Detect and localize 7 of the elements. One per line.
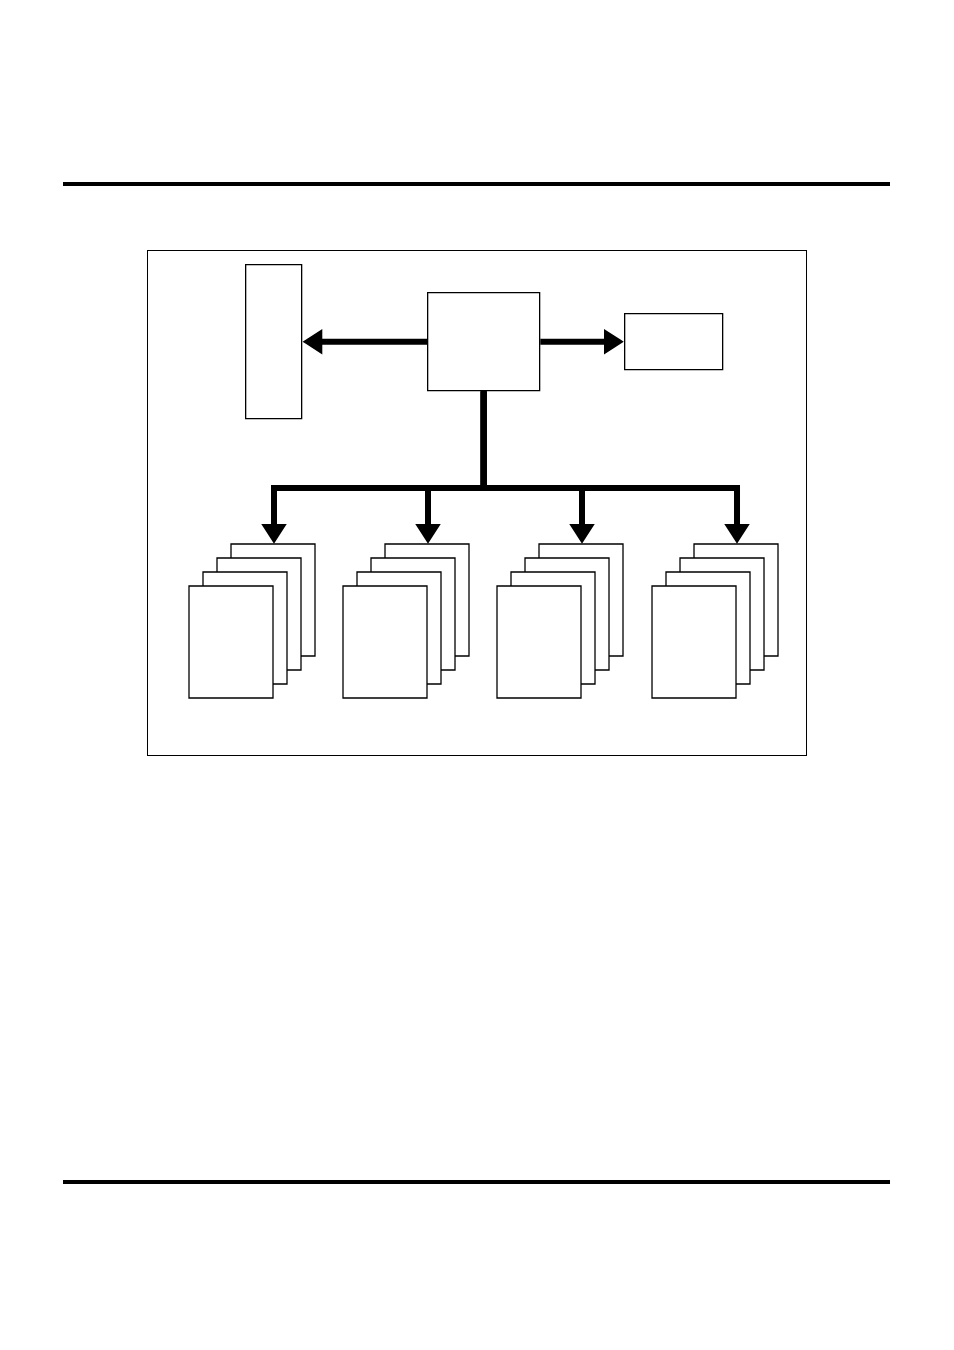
block-box — [427, 292, 541, 392]
document-stack — [188, 543, 316, 699]
document-stack — [651, 543, 779, 699]
block-box — [624, 313, 724, 371]
block-box — [245, 264, 303, 420]
document-stack — [342, 543, 470, 699]
document-stack — [496, 543, 624, 699]
